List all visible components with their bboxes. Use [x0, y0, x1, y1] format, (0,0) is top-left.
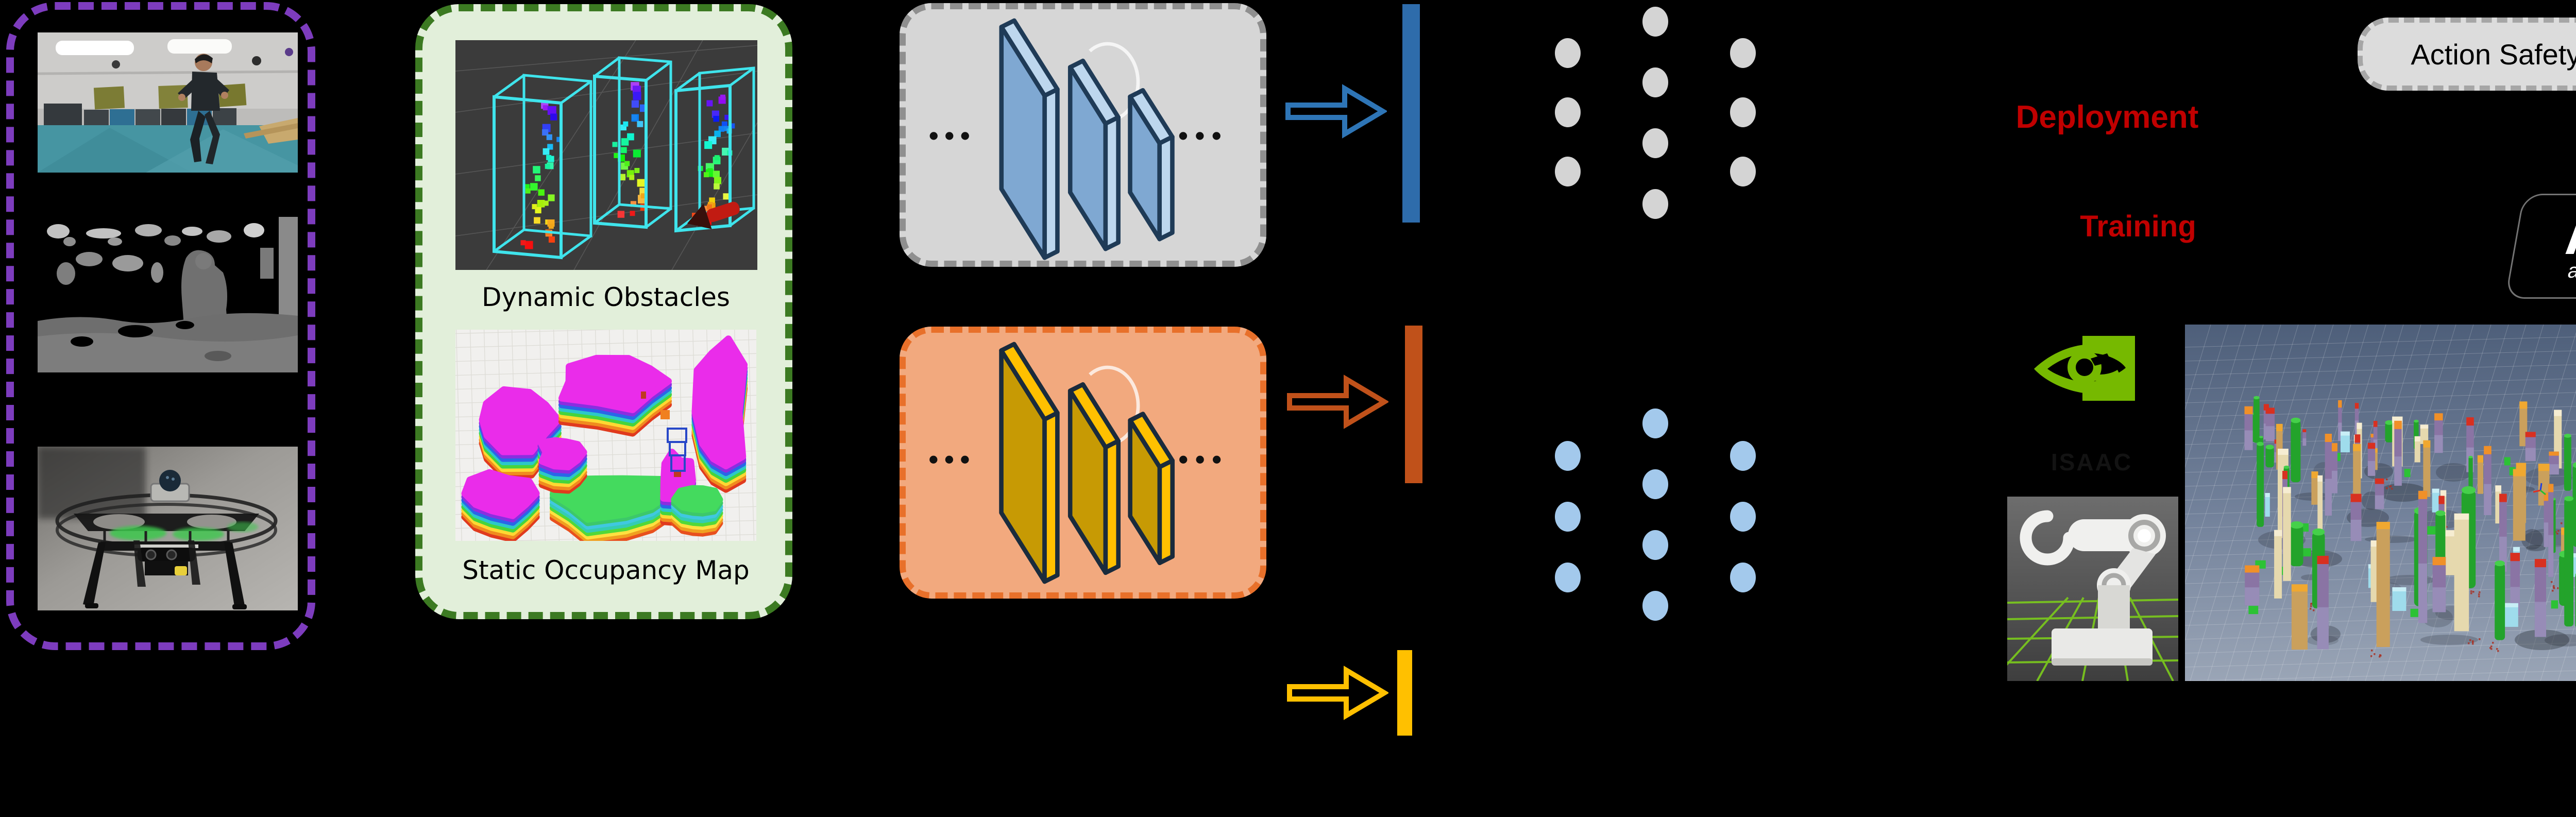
- static-map-encoder-box: [900, 327, 1266, 599]
- policy-network-node: [1730, 97, 1756, 127]
- action-safety-shield-label: Action Safety Shield: [2411, 38, 2576, 71]
- policy-network-node: [1730, 563, 1756, 592]
- policy-network-node: [1555, 157, 1581, 186]
- policy-network-node: [1642, 67, 1668, 97]
- policy-network-node: [1555, 563, 1581, 592]
- px4-autopilot-logo: PX4 autopilot: [2505, 194, 2576, 299]
- policy-network-node: [1730, 502, 1756, 532]
- policy-network-node: [1642, 7, 1668, 37]
- policy-network-node: [1730, 157, 1756, 186]
- policy-network-node: [1730, 441, 1756, 471]
- sensor-input-panel: [6, 2, 315, 650]
- state-feature-vector-bar: [1397, 650, 1412, 736]
- policy-network-node: [1555, 441, 1581, 471]
- drone-photo-art: [38, 447, 298, 610]
- rgb-camera-photo: [38, 32, 298, 173]
- training-label: Training: [2080, 210, 2196, 243]
- static-occupancy-map-label: Static Occupancy Map: [462, 555, 750, 585]
- conv-plates-gold: [929, 342, 1221, 584]
- isaac-label: ISAAC: [2050, 449, 2133, 475]
- state-feature-arrow-icon: [1287, 666, 1388, 720]
- static-feature-arrow-icon: [1287, 375, 1388, 429]
- dynamic-obstacles-label: Dynamic Obstacles: [482, 282, 730, 312]
- static-feature-vector-bar: [1405, 326, 1422, 483]
- policy-network-node: [1642, 128, 1668, 158]
- policy-network-node: [1642, 189, 1668, 219]
- robot-arm-icon: [2007, 497, 2178, 681]
- dynamic-feature-arrow-icon: [1285, 84, 1387, 139]
- policy-network-node: [1642, 530, 1668, 560]
- px4-logo-text: PX4: [2562, 201, 2576, 266]
- policy-network-node: [1555, 38, 1581, 68]
- drone-photo: [38, 447, 298, 610]
- policy-network-node: [1642, 591, 1668, 621]
- dynamic-obstacle-encoder-box: [900, 3, 1266, 267]
- policy-network-node: [1555, 502, 1581, 532]
- rgb-camera-art: [38, 32, 298, 173]
- isaac-sim-environment-screenshot: [2185, 325, 2576, 681]
- deployment-label: Deployment: [2015, 99, 2199, 135]
- conv-plates-blue: [929, 18, 1221, 260]
- dynamic-obstacles-visualization: [455, 40, 757, 270]
- depth-image: [38, 212, 298, 372]
- policy-network-node: [1642, 408, 1668, 438]
- dynamic-feature-vector-bar: [1402, 4, 1420, 223]
- action-safety-shield-box: Action Safety Shield: [2358, 18, 2576, 91]
- nvidia-eye-icon: [2034, 336, 2135, 401]
- policy-network-node: [1555, 97, 1581, 127]
- depth-image-art: [38, 212, 298, 372]
- static-occupancy-map-visualization: [455, 330, 756, 541]
- policy-network-node: [1730, 38, 1756, 68]
- policy-network-node: [1642, 469, 1668, 499]
